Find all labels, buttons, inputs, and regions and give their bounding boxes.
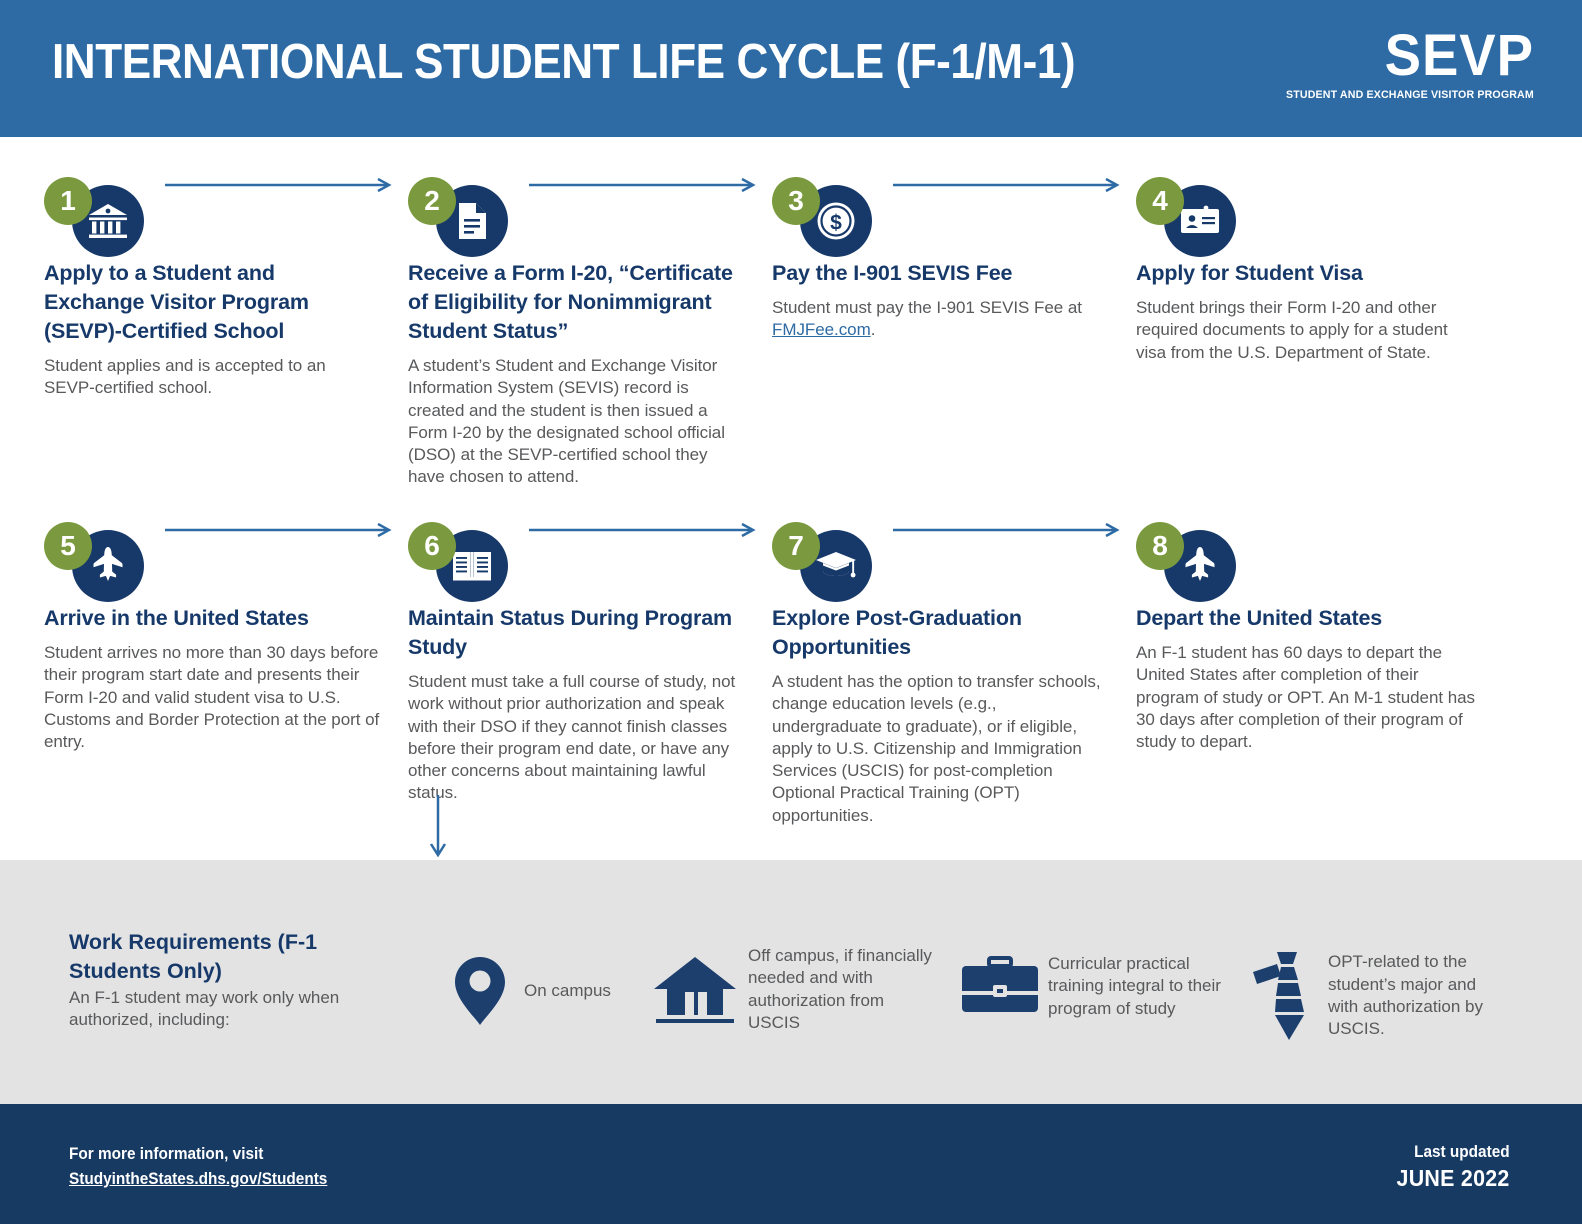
step-6-body: Student must take a full course of study… bbox=[408, 672, 736, 803]
flow-arrow-2-to-3 bbox=[529, 178, 761, 192]
footer-updated: Last updated JUNE 2022 bbox=[1397, 1140, 1510, 1192]
fmjfee-link[interactable]: FMJFee.com bbox=[772, 320, 871, 340]
page-footer: For more information, visit StudyintheSt… bbox=[0, 1104, 1582, 1224]
step-3-heading: Pay the I-901 SEVIS Fee bbox=[772, 261, 1013, 285]
step-8-number: 8 bbox=[1136, 522, 1184, 570]
map-pin-icon bbox=[450, 955, 510, 1027]
flow-arrow-7-to-8 bbox=[893, 523, 1125, 537]
step-1-number: 1 bbox=[44, 177, 92, 225]
life-cycle-steps: 1 Apply to a Student and Exchange Visito… bbox=[0, 137, 1582, 860]
step-4: 4 Apply for Student Visa Student brings … bbox=[1136, 177, 1491, 364]
step-7-number: 7 bbox=[772, 522, 820, 570]
work-requirements-title: Work Requirements (F-1 Students Only) bbox=[69, 930, 318, 983]
flow-arrow-1-to-2 bbox=[165, 178, 397, 192]
step-8-body: An F-1 student has 60 days to depart the… bbox=[1136, 643, 1475, 752]
sevp-logo-tagline: STUDENT AND EXCHANGE VISITOR PROGRAM bbox=[1286, 89, 1534, 101]
step-1-body: Student applies and is accepted to an SE… bbox=[44, 356, 326, 398]
work-item-off-campus-label: Off campus, if financially needed and wi… bbox=[748, 946, 932, 1032]
step-8-icons: 8 bbox=[1136, 522, 1491, 604]
step-4-heading: Apply for Student Visa bbox=[1136, 261, 1363, 285]
step-1-heading: Apply to a Student and Exchange Visitor … bbox=[44, 261, 309, 343]
step-7-heading: Explore Post-Graduation Opportunities bbox=[772, 606, 1022, 659]
step-2-number: 2 bbox=[408, 177, 456, 225]
flow-arrow-5-to-6 bbox=[165, 523, 397, 537]
work-requirements-section: Work Requirements (F-1 Students Only) An… bbox=[0, 860, 1582, 1104]
footer-info-text: For more information, visit bbox=[69, 1145, 264, 1163]
footer-info: For more information, visit StudyintheSt… bbox=[69, 1142, 327, 1192]
footer-updated-value: JUNE 2022 bbox=[1396, 1165, 1510, 1191]
step-7-icons: 7 bbox=[772, 522, 1127, 604]
step-3-icons: 3 $ bbox=[772, 177, 1127, 259]
step-7-body: A student has the option to transfer sch… bbox=[772, 672, 1101, 825]
step-2-icons: 2 bbox=[408, 177, 763, 259]
step-3: 3 $ Pay the I-901 SEVIS Fee Student must… bbox=[772, 177, 1127, 342]
step-4-body: Student brings their Form I-20 and other… bbox=[1136, 298, 1448, 362]
step-3-body: Student must pay the I-901 SEVIS Fee at … bbox=[772, 297, 1092, 342]
step-1-icons: 1 bbox=[44, 177, 399, 259]
step-5-body: Student arrives no more than 30 days bef… bbox=[44, 643, 380, 752]
briefcase-icon bbox=[958, 956, 1042, 1016]
step-3-body-text: Student must pay the I-901 SEVIS Fee at bbox=[772, 298, 1082, 317]
step-6-heading: Maintain Status During Program Study bbox=[408, 606, 733, 659]
step-2-heading: Receive a Form I-20, “Certificate of Eli… bbox=[408, 261, 733, 343]
footer-updated-label: Last updated bbox=[1414, 1143, 1510, 1161]
study-in-the-states-link[interactable]: StudyintheStates.dhs.gov/Students bbox=[69, 1170, 328, 1188]
work-item-opt-label: OPT-related to the student’s major and w… bbox=[1328, 952, 1483, 1039]
necktie-icon bbox=[1248, 950, 1320, 1042]
work-requirements-subtitle: An F-1 student may work only when author… bbox=[69, 988, 340, 1030]
step-2-body: A student’s Student and Exchange Visitor… bbox=[408, 356, 725, 487]
step-3-number: 3 bbox=[772, 177, 820, 225]
step-7: 7 Explore Post-Graduation Opportunities … bbox=[772, 522, 1127, 827]
page-header: INTERNATIONAL STUDENT LIFE CYCLE (F-1/M-… bbox=[0, 0, 1582, 137]
work-item-opt: OPT-related to the student’s major and w… bbox=[1248, 950, 1548, 1042]
step-5-number: 5 bbox=[44, 522, 92, 570]
step-6-number: 6 bbox=[408, 522, 456, 570]
step-5: 5 Arrive in the United States Student ar… bbox=[44, 522, 399, 753]
step-8-heading: Depart the United States bbox=[1136, 606, 1383, 630]
sevp-logo-wordmark: SEVP bbox=[1384, 23, 1534, 88]
step-2: 2 Receive a Form I-20, “Certificate of E… bbox=[408, 177, 763, 489]
step-4-icons: 4 bbox=[1136, 177, 1491, 259]
house-icon bbox=[652, 953, 738, 1027]
svg-text:$: $ bbox=[830, 212, 842, 235]
page-title: INTERNATIONAL STUDENT LIFE CYCLE (F-1/M-… bbox=[52, 35, 1076, 89]
step-1: 1 Apply to a Student and Exchange Visito… bbox=[44, 177, 399, 400]
step-4-number: 4 bbox=[1136, 177, 1184, 225]
step-8: 8 Depart the United States An F-1 studen… bbox=[1136, 522, 1491, 753]
work-item-on-campus: On campus bbox=[450, 955, 650, 1027]
step-5-heading: Arrive in the United States bbox=[44, 606, 309, 630]
work-item-on-campus-label: On campus bbox=[524, 980, 611, 1000]
step-6: 6 Maintain Status During Pr bbox=[408, 522, 763, 805]
work-item-cpt-label: Curricular practical training integral t… bbox=[1048, 954, 1221, 1018]
flow-arrow-3-to-4 bbox=[893, 178, 1125, 192]
step-5-icons: 5 bbox=[44, 522, 399, 604]
step-6-icons: 6 bbox=[408, 522, 763, 604]
flow-arrow-down-to-work bbox=[426, 795, 450, 863]
work-item-off-campus: Off campus, if financially needed and wi… bbox=[652, 945, 942, 1034]
step-3-body-period: . bbox=[870, 320, 876, 340]
flow-arrow-6-to-7 bbox=[529, 523, 761, 537]
work-item-cpt: Curricular practical training integral t… bbox=[958, 953, 1248, 1020]
sevp-logo: SEVP STUDENT AND EXCHANGE VISITOR PROGRA… bbox=[1273, 23, 1534, 102]
document-icon bbox=[436, 185, 508, 257]
